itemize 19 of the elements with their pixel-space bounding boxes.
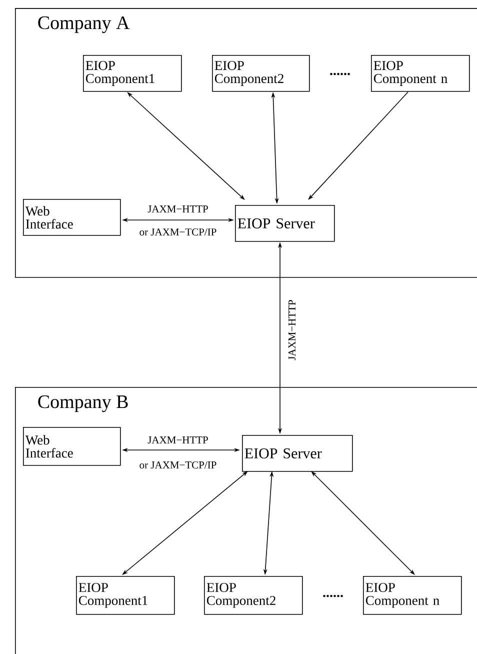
company-label: Company B: [38, 395, 128, 412]
protocol-note: or JAXM−TCP/IP: [140, 228, 216, 236]
process-box: EIOP Component n: [363, 576, 462, 615]
process-box: EIOP Component2: [204, 576, 303, 615]
edge-label: JAXM−HTTP: [287, 298, 296, 362]
process-box: EIOP Component1: [76, 576, 175, 615]
process-box: EIOP Component1: [83, 55, 182, 92]
ellipsis-dots: ......: [330, 72, 350, 76]
edge-label: JAXM−HTTP: [146, 204, 210, 214]
process-box: EIOP Server: [235, 205, 335, 242]
process-box: Web Interface: [23, 427, 121, 466]
process-box: EIOP Component n: [371, 55, 470, 92]
company-label: Company A: [38, 16, 130, 34]
protocol-note: or JAXM−TCP/IP: [140, 461, 216, 469]
process-box: Web Interface: [23, 199, 121, 236]
process-box: EIOP Component2: [212, 55, 310, 92]
ellipsis-dots: ......: [323, 594, 343, 598]
process-box: EIOP Server: [242, 435, 353, 472]
edge-label: JAXM−HTTP: [146, 435, 210, 445]
